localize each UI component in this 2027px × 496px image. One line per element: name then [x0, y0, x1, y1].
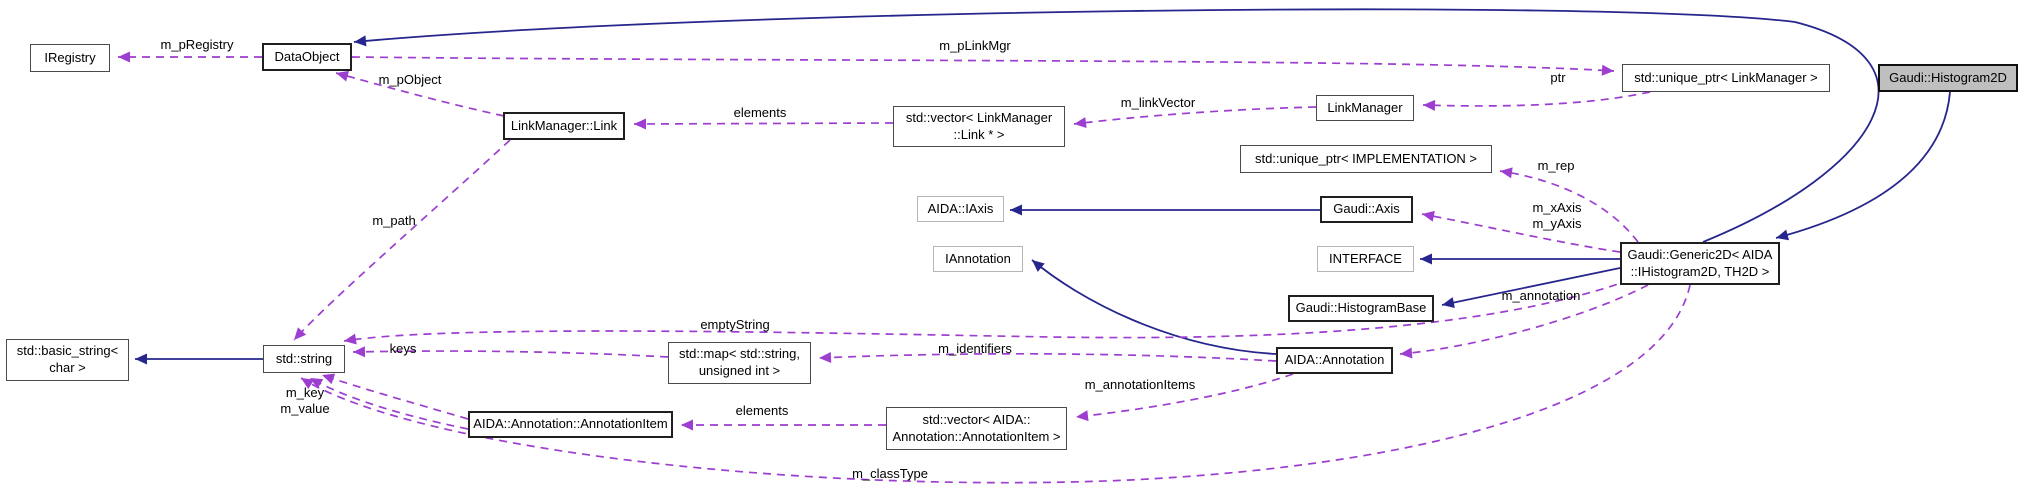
- class-node-vector-annotationitem[interactable]: std::vector< AIDA:: Annotation::Annotati…: [886, 407, 1067, 450]
- class-node-unique-ptr-linkmanager[interactable]: std::unique_ptr< LinkManager >: [1622, 64, 1830, 92]
- class-node-linkmanager[interactable]: LinkManager: [1316, 95, 1414, 121]
- edge-generic2d-to-histogrambase: [1441, 267, 1621, 308]
- class-node-vector-linkmanager-link[interactable]: std::vector< LinkManager ::Link * >: [893, 106, 1065, 147]
- edge-label-m-identifiers: m_identifiers: [938, 341, 1012, 356]
- class-node-std-string[interactable]: std::string: [263, 345, 345, 373]
- edge-label-m-classtype: m_classType: [852, 466, 928, 481]
- edge-m-axes: [1421, 210, 1621, 253]
- edge-label-elements-items: elements: [735, 403, 789, 418]
- class-node-dataobject[interactable]: DataObject: [262, 43, 352, 71]
- class-node-iregistry[interactable]: IRegistry: [30, 44, 110, 72]
- class-node-basic-string[interactable]: std::basic_string< char >: [6, 339, 129, 381]
- class-node-linkmanager-link[interactable]: LinkManager::Link: [503, 112, 625, 140]
- class-node-aida-iaxis[interactable]: AIDA::IAxis: [917, 196, 1004, 222]
- edge-label-m-pobject: m_pObject: [378, 72, 442, 87]
- edge-label-m-path: m_path: [372, 213, 416, 228]
- edge-m-key: [321, 373, 469, 420]
- class-node-unique-ptr-implementation[interactable]: std::unique_ptr< IMPLEMENTATION >: [1240, 145, 1492, 173]
- edge-label-emptystring: emptyString: [700, 317, 770, 332]
- class-node-gaudi-axis[interactable]: Gaudi::Axis: [1320, 196, 1413, 223]
- class-node-aida-annotation[interactable]: AIDA::Annotation: [1276, 347, 1393, 374]
- edge-elements-links: [633, 118, 894, 130]
- edge-label-m-annotationitems: m_annotationItems: [1084, 377, 1196, 392]
- edge-emptystring: [343, 279, 1631, 345]
- edge-annotation-to-iannotation: [1031, 259, 1277, 355]
- edge-m-plinkmgr: [351, 56, 1615, 76]
- class-node-std-map[interactable]: std::map< std::string, unsigned int >: [668, 342, 811, 384]
- class-node-annotationitem[interactable]: AIDA::Annotation::AnnotationItem: [468, 411, 673, 438]
- class-node-iannotation[interactable]: IAnnotation: [933, 246, 1023, 272]
- class-node-gaudi-histogrambase[interactable]: Gaudi::HistogramBase: [1288, 295, 1434, 322]
- edge-label-ptr: ptr: [1550, 70, 1566, 85]
- edge-generic2d-to-dataobject: [353, 8, 1880, 243]
- edge-m-value: [309, 377, 469, 430]
- edge-label-m-plinkmgr: m_pLinkMgr: [939, 38, 1011, 53]
- class-node-gaudi-generic2d[interactable]: Gaudi::Generic2D< AIDA ::IHistogram2D, T…: [1620, 242, 1780, 285]
- edge-m-path: [293, 139, 511, 341]
- edge-m-annotationitems: [1075, 373, 1294, 422]
- edge-m-linkvector: [1073, 106, 1317, 129]
- edge-label-m-pregistry: m_pRegistry: [160, 37, 234, 52]
- edge-label-m-axes: m_xAxis m_yAxis: [1532, 200, 1582, 231]
- edge-keys: [352, 346, 669, 358]
- edge-label-m-linkvector: m_linkVector: [1120, 95, 1196, 110]
- edge-m-annotation: [1399, 284, 1649, 359]
- edge-label-keys: keys: [389, 341, 417, 356]
- edge-ptr: [1422, 91, 1651, 111]
- edge-label-m-rep: m_rep: [1537, 158, 1575, 173]
- edge-label-m-key-value: m_key m_value: [280, 385, 330, 416]
- edge-m-classtype: [300, 284, 1691, 484]
- edge-label-elements-links: elements: [733, 105, 787, 120]
- edge-m-pobject: [335, 70, 505, 117]
- edge-label-m-annotation: m_annotation: [1501, 288, 1581, 303]
- edge-m-rep: [1499, 167, 1639, 243]
- edge-m-identifiers: [818, 351, 1277, 363]
- class-node-gaudi-histogram2d[interactable]: Gaudi::Histogram2D: [1878, 64, 2018, 92]
- class-node-interface[interactable]: INTERFACE: [1317, 246, 1414, 272]
- edge-histogram2d-to-generic2d: [1775, 91, 1951, 241]
